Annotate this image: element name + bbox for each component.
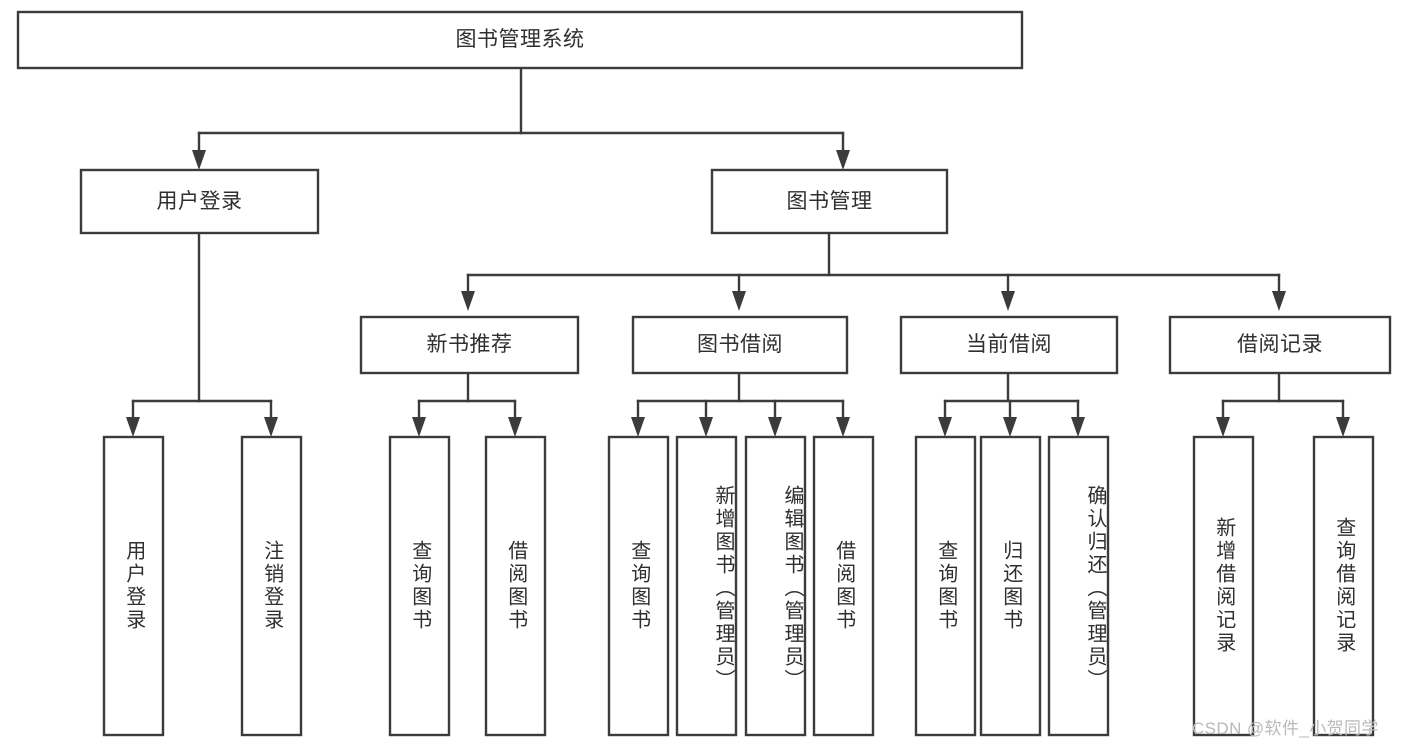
node-box-root[interactable]: [16, 10, 1024, 70]
connector-current-borrow-to-leaves: [938, 371, 1085, 437]
node-box-leaf-query-book-3[interactable]: [914, 435, 977, 737]
connector-borrow-records-to-leaves: [1216, 371, 1350, 437]
connector-user-login-to-leaves: [126, 231, 278, 437]
node-box-leaf-add-record[interactable]: [1192, 435, 1255, 737]
node-box-book-borrow[interactable]: [631, 315, 849, 375]
node-box-new-book-recommend[interactable]: [359, 315, 580, 375]
node-box-leaf-borrow-book-2[interactable]: [812, 435, 875, 737]
node-box-user-login[interactable]: [79, 168, 320, 235]
node-box-leaf-borrow-book-1[interactable]: [484, 435, 547, 737]
node-box-leaf-user-login[interactable]: [102, 435, 165, 737]
watermark-text: CSDN @软件_小贺同学: [1192, 719, 1379, 738]
node-box-leaf-query-record[interactable]: [1312, 435, 1375, 737]
node-box-leaf-edit-book[interactable]: [744, 435, 807, 737]
node-box-current-borrow[interactable]: [899, 315, 1119, 375]
connector-root-to-level2: [192, 66, 850, 170]
node-box-book-management[interactable]: [710, 168, 949, 235]
node-box-leaf-confirm-return[interactable]: [1047, 435, 1110, 737]
connector-new-book-recommend-to-leaves: [412, 371, 522, 437]
node-box-leaf-logout[interactable]: [240, 435, 303, 737]
connector-book-management-to-level3: [461, 231, 1286, 311]
node-box-leaf-return-book[interactable]: [979, 435, 1042, 737]
connector-book-borrow-to-leaves: [631, 371, 850, 437]
node-box-leaf-add-book[interactable]: [675, 435, 738, 737]
node-box-borrow-records[interactable]: [1168, 315, 1392, 375]
node-box-leaf-query-book-1[interactable]: [388, 435, 451, 737]
node-box-leaf-query-book-2[interactable]: [607, 435, 670, 737]
